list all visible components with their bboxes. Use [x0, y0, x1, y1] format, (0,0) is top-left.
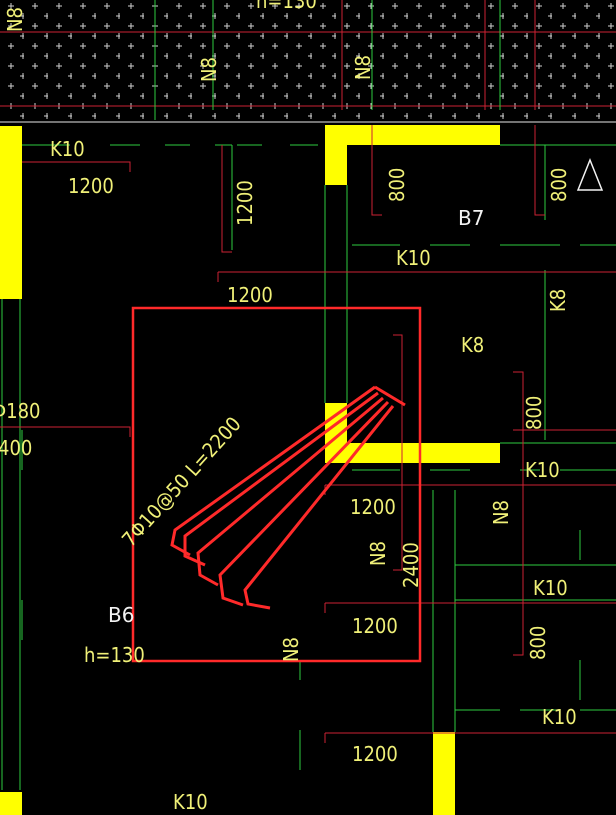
rebar-lines: [21, 144, 616, 770]
wall-top-horizontal: [325, 125, 500, 145]
label-k10-e: K10: [542, 705, 577, 729]
label-k8-b: K8: [461, 333, 484, 357]
wall-left: [0, 126, 22, 299]
label-k10-d: K10: [533, 576, 568, 600]
label-slab-b6-h: h=130: [84, 643, 145, 667]
label-n8-a: N8: [489, 500, 513, 525]
label-dim-1200-d: 1200: [352, 614, 398, 638]
label-edge-180: Φ180: [0, 399, 41, 423]
label-n8-d: N8: [3, 7, 27, 32]
wall-mid-horizontal: [325, 443, 500, 463]
label-n8-e: N8: [197, 57, 221, 82]
walls: [0, 125, 500, 815]
label-k10-a: K10: [50, 137, 85, 161]
label-n8-f: N8: [351, 55, 375, 80]
wall-top-vertical: [325, 125, 347, 185]
dimension-lines: [0, 125, 616, 743]
top-hatched-slab: [0, 0, 616, 123]
top-strip-label: h=130: [256, 0, 317, 13]
label-edge-400: 400: [0, 436, 32, 460]
label-dim-2400: 2400: [399, 542, 423, 588]
label-n8-c: N8: [279, 637, 303, 662]
label-slab-b6: B6: [108, 603, 134, 627]
wall-left-bottom: [0, 792, 22, 815]
callout-rebar-fan: [170, 385, 406, 610]
label-k8-a: K8: [546, 289, 570, 312]
label-dim-1200-c: 1200: [350, 495, 396, 519]
wall-outlines: [1, 144, 616, 790]
label-k10-c: K10: [525, 458, 560, 482]
label-dim-800-a: 800: [385, 168, 409, 202]
triangle-marker: [576, 157, 604, 191]
label-dim-800-b: 800: [547, 168, 571, 202]
label-dim-1200-a: 1200: [68, 174, 114, 198]
label-dim-1200-b: 1200: [227, 283, 273, 307]
label-dim-1200-v: 1200: [233, 180, 257, 226]
label-dim-800-c: 800: [522, 396, 546, 430]
wall-bottom-vertical: [433, 732, 455, 815]
label-dim-1200-e: 1200: [352, 742, 398, 766]
callout-box: [131, 306, 422, 663]
label-n8-b: N8: [366, 541, 390, 566]
label-k10-f: K10: [173, 790, 208, 814]
label-k10-b: K10: [396, 246, 431, 270]
label-slab-b7: B7: [458, 206, 484, 230]
label-dim-800-d: 800: [526, 626, 550, 660]
